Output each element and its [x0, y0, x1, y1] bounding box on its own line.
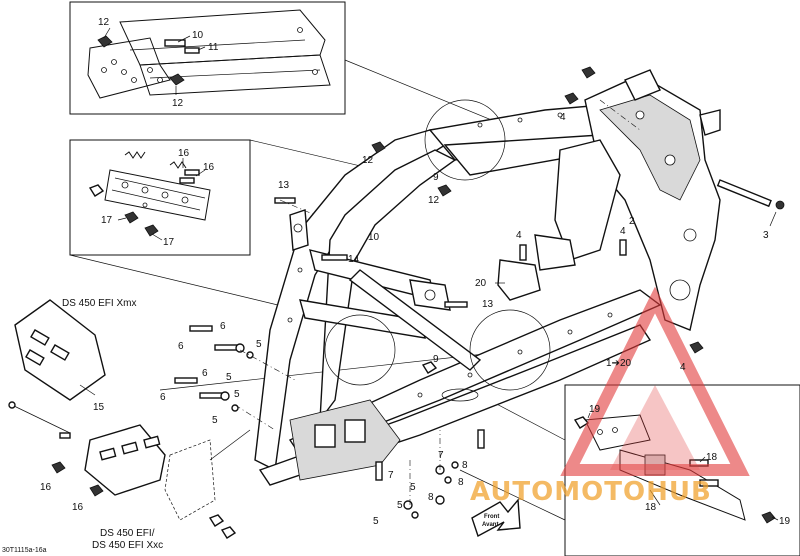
- callout: 19: [779, 516, 791, 527]
- skid-plate-xmx: [14, 299, 106, 401]
- inset-box-mount-bolts: [69, 139, 251, 256]
- callout: 12: [172, 98, 184, 109]
- callout: 5: [256, 339, 262, 350]
- callout: 4: [680, 362, 686, 373]
- callout: 13: [482, 299, 494, 310]
- callout: 10: [192, 30, 204, 41]
- front-direction-arrow: Front Avant: [471, 498, 521, 538]
- side-bolt-stacks: [174, 325, 296, 431]
- callout: 14: [348, 254, 360, 265]
- callout: 5: [373, 516, 379, 527]
- front-label: Front: [484, 514, 499, 520]
- callout: 4: [560, 112, 566, 123]
- main-frame: [254, 99, 703, 486]
- avant-label: Avant: [482, 522, 498, 528]
- callout: 17: [163, 237, 175, 248]
- callout: 6: [160, 392, 166, 403]
- callout: 8: [462, 460, 468, 471]
- callout: 18: [706, 452, 718, 463]
- callout: 16: [40, 482, 52, 493]
- callout: 17: [101, 215, 113, 226]
- callout: 16: [178, 148, 190, 159]
- callout: 6: [178, 341, 184, 352]
- callout: 12: [362, 155, 374, 166]
- callout: 4: [620, 226, 626, 237]
- callout: 11: [208, 42, 219, 53]
- callout: 20: [475, 278, 487, 289]
- callout: 5: [410, 482, 416, 493]
- model-label-xxc: DS 450 EFI Xxc: [92, 540, 163, 551]
- callout: 18: [645, 502, 657, 513]
- callout: 5: [397, 500, 403, 511]
- callout: 6: [220, 321, 226, 332]
- inset-box-upper-brackets: [69, 1, 346, 115]
- callout: 3: [763, 230, 769, 241]
- callout: 5: [234, 389, 240, 400]
- callout: 15: [93, 402, 105, 413]
- callout: 5: [212, 415, 218, 426]
- frame-hardware: [274, 66, 704, 374]
- callout: 9: [433, 354, 439, 365]
- rear-shock-tower: [554, 69, 785, 331]
- skid-plate-efi: [8, 401, 251, 539]
- callout: 16: [203, 162, 215, 173]
- callout: 7: [388, 470, 394, 481]
- lower-bolt-stacks: [375, 429, 485, 519]
- callout: 1➔20: [606, 358, 632, 369]
- bracket-holes: [101, 27, 318, 83]
- callout: 5: [226, 372, 232, 383]
- drawing-code: 30T1115a-16a: [2, 547, 47, 554]
- callout: 8: [458, 477, 464, 488]
- callout: 12: [428, 195, 440, 206]
- bracket-part-20: [495, 234, 576, 301]
- model-label-efi: DS 450 EFI/: [100, 528, 155, 539]
- callout: 19: [589, 404, 601, 415]
- callout: 7: [438, 450, 444, 461]
- callout: 2: [629, 216, 635, 227]
- part-callouts: 12 10 11 12 16 16 17 17 12 9 12 10 13 14…: [40, 17, 791, 527]
- callout: 9: [433, 172, 439, 183]
- callout: 13: [278, 180, 290, 191]
- callout: 6: [202, 368, 208, 379]
- callout: 8: [428, 492, 434, 503]
- callout: 16: [72, 502, 84, 513]
- watermark-text: AUTOMOTOHUB: [470, 477, 712, 507]
- model-label-xmx: DS 450 EFI Xmx: [62, 298, 136, 309]
- callout: 10: [368, 232, 380, 243]
- automotohub-watermark-logo: AUTOMOTOHUB: [470, 286, 750, 507]
- callout: 12: [98, 17, 110, 28]
- callout: 4: [516, 230, 522, 241]
